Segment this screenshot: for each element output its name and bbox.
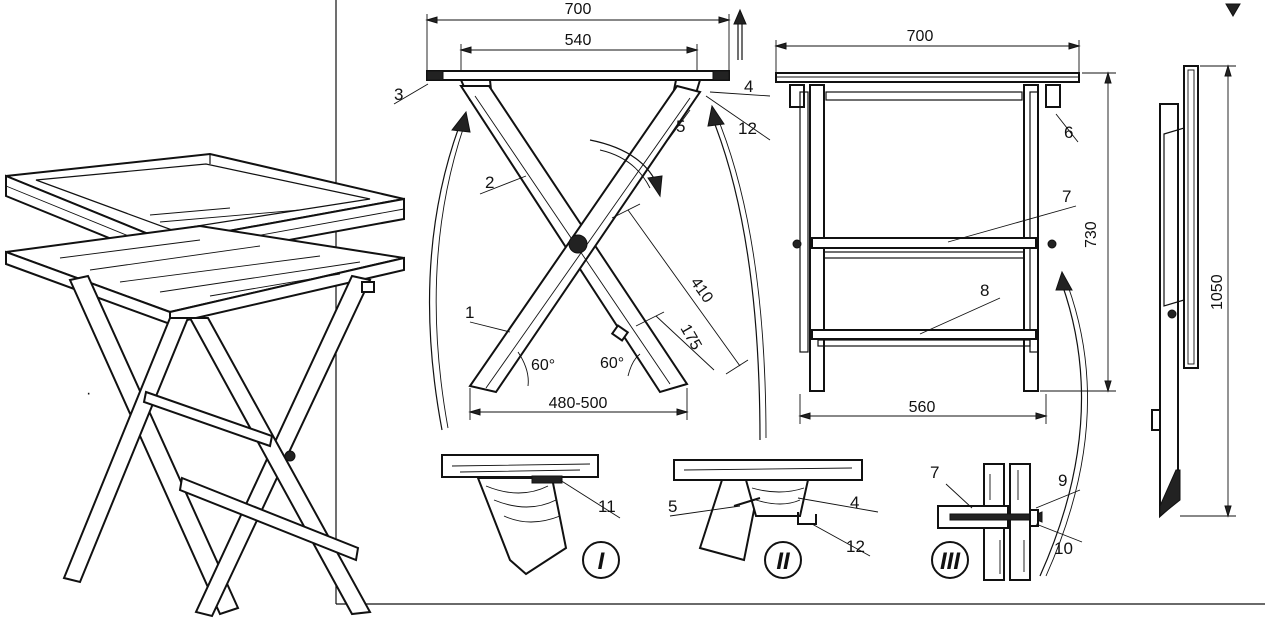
svg-text:8: 8	[980, 281, 989, 300]
detail-1: 11 I	[441, 454, 621, 579]
svg-text:10: 10	[1054, 539, 1073, 558]
dim-base: 480-500	[468, 388, 689, 420]
dim-1050: 1050	[1180, 64, 1236, 518]
svg-text:4: 4	[744, 77, 753, 96]
dim-slot: 410	[687, 275, 716, 307]
callout-8: 8	[919, 281, 1001, 335]
svg-text:12: 12	[738, 119, 757, 138]
angle-right: 60°	[600, 355, 624, 372]
detail-1-roman: I	[598, 548, 606, 575]
dim-front-width: 700	[907, 28, 934, 45]
detail-3: 7 9 10 III	[930, 463, 1083, 581]
arrow-to-detail-3	[1039, 283, 1083, 577]
detail-3-roman: III	[940, 548, 961, 575]
svg-text:6: 6	[1064, 123, 1073, 142]
svg-text:4: 4	[850, 493, 859, 512]
front-top-board	[775, 72, 1080, 83]
detail-2: 5 4 12 II	[668, 459, 879, 579]
callout-12: 12	[705, 95, 771, 141]
svg-text:1: 1	[465, 303, 474, 322]
folding-view: 700 540	[393, 1, 771, 441]
drawing-frame	[335, 0, 1265, 605]
callout-6: 6	[1055, 113, 1079, 143]
dim-base-width: 480-500	[549, 395, 608, 412]
dim-front-height: 730	[1083, 221, 1100, 248]
callout-5-detail: 5	[668, 497, 741, 517]
dim-side-height: 1050	[1209, 274, 1226, 310]
detail-2-roman: II	[776, 548, 791, 575]
svg-text:7: 7	[1062, 187, 1071, 206]
angle-left: 60°	[531, 357, 555, 374]
svg-text:2: 2	[485, 173, 494, 192]
sketch-legs	[62, 274, 375, 618]
callout-5: 5	[667, 109, 691, 141]
svg-text:11: 11	[598, 497, 616, 516]
dim-730: 730	[1040, 71, 1116, 393]
callout-9: 9	[1035, 471, 1081, 509]
side-folded-view: 1050	[1151, 3, 1241, 519]
arrow-to-detail-2	[713, 121, 761, 441]
callout-4: 4	[709, 77, 771, 97]
callout-1: 1	[465, 303, 511, 333]
callout-12-detail: 12	[811, 523, 871, 557]
perspective-sketch: ·	[5, 152, 405, 618]
callout-2: 2	[479, 173, 527, 195]
svg-text:5: 5	[676, 117, 685, 136]
dim-700-front: 700	[774, 28, 1081, 76]
callout-7-detail: 7	[930, 463, 973, 509]
dim-inner-width: 540	[565, 32, 592, 49]
svg-text:7: 7	[930, 463, 939, 482]
callout-11: 11	[559, 479, 621, 519]
callout-4-detail: 4	[797, 493, 879, 513]
front-view: 700 730	[774, 28, 1116, 577]
dim-front-base: 560	[909, 399, 936, 416]
lift-arrow	[733, 8, 747, 60]
crossbar-7	[811, 237, 1037, 249]
svg-text:9: 9	[1058, 471, 1067, 490]
dim-pin: 175	[677, 322, 705, 354]
svg-text:12: 12	[846, 537, 865, 556]
dim-700-top: 700	[425, 1, 731, 76]
dim-overall-width: 700	[565, 1, 592, 18]
callout-3: 3	[393, 83, 429, 105]
crossbar-8	[811, 329, 1037, 340]
svg-text:·: ·	[86, 385, 91, 402]
callout-7: 7	[947, 187, 1077, 243]
svg-text:3: 3	[394, 85, 403, 104]
arrow-to-detail-1	[428, 123, 461, 431]
table-board	[426, 70, 730, 81]
pivot-bolt	[568, 234, 588, 254]
dim-560: 560	[798, 394, 1048, 424]
svg-text:5: 5	[668, 497, 677, 516]
callout-10: 10	[1035, 523, 1083, 558]
